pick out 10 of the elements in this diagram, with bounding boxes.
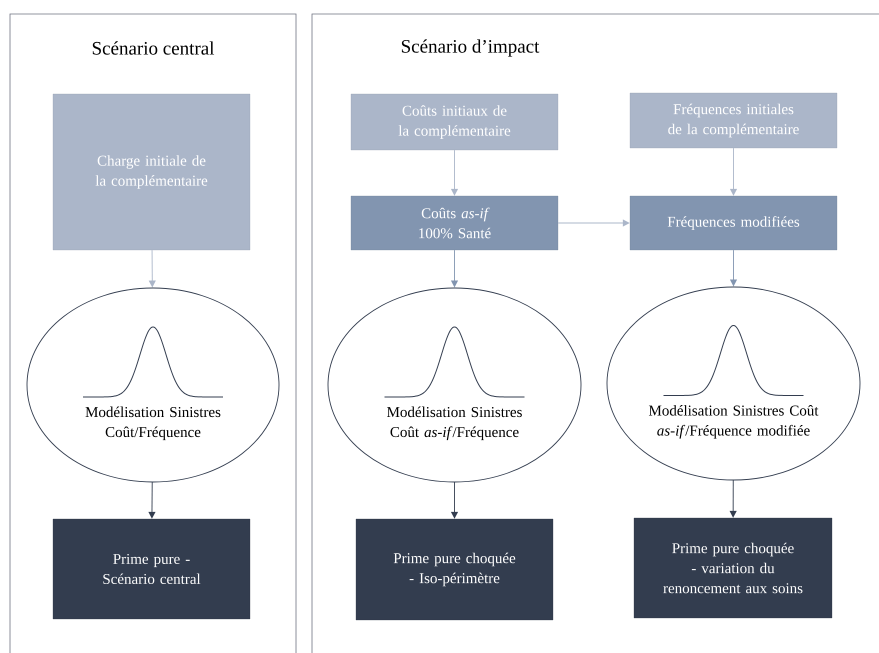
process-box: Fréquences initiales de la complémentaire: [630, 92, 838, 148]
process-box: Fréquences modifiées: [630, 196, 838, 250]
process-box: Prime pure choquée - variation du renoncement aux soins: [634, 518, 832, 618]
process-box: Prime pure - Scénario central: [52, 518, 250, 620]
process-box: Prime pure choquée - Iso-périmètre: [356, 518, 554, 620]
process-box: Coûts as-if 100% Santé: [350, 196, 558, 250]
panel-title: Scénario central: [92, 41, 214, 55]
process-box: Coûts initiaux de la complémentaire: [350, 94, 558, 150]
process-box: Charge initiale de la complémentaire: [52, 94, 250, 250]
panel-title: Scénario d’impact: [402, 39, 540, 57]
